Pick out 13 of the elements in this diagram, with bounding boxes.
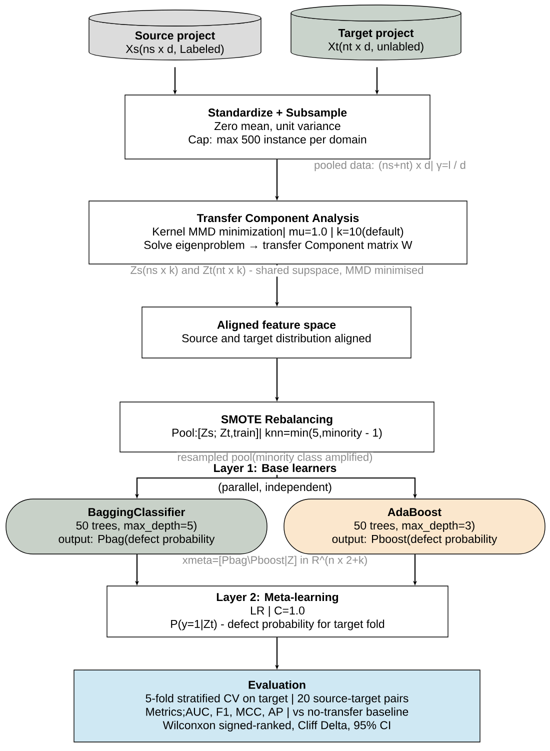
learner-box: BaggingClassifier 50 trees, max_depth=5) output: Pbag(defect probability <box>6 498 268 554</box>
edge-label: xmeta=[Pbag\Pboost|Z] in R^(n x 2+k) <box>182 555 368 567</box>
process-box: Layer 2: Meta-learning LR | C=1.0 P(y=1|Zt) - defect probability for target fold <box>106 586 448 638</box>
database-cylinder: Target project Xt(nt x d, unlabled) <box>290 4 462 60</box>
process-box: Aligned feature space Source and target distribution aligned <box>142 306 412 358</box>
process-box: Evaluation 5-fold stratified CV on target | 20 source-target pairs Metrics;AUC, F1, MCC, AP | vs no-transfer baseline Wilconxon signed-ranked, Cliff Delta, 95% CI <box>74 670 480 742</box>
process-box: Standardize + Subsample Zero mean, unit variance Cap: max 500 instance per domain <box>124 94 430 160</box>
layer-note: (parallel, independent) <box>218 482 332 494</box>
edge-label: Zs(ns x k) and Zt(nt x k) - shared supspace, MMD minimised <box>130 265 424 277</box>
edge-label: pooled data: (ns+nt) x d| γ=l / d <box>314 160 466 172</box>
layer-heading: Layer 1: Base learners <box>212 463 338 475</box>
database-cylinder: Source project Xs(ns x d, Labeled) <box>88 10 262 60</box>
learner-box: AdaBoost 50 trees, max_depth=3) output: Pboost(defect probability <box>284 498 546 554</box>
